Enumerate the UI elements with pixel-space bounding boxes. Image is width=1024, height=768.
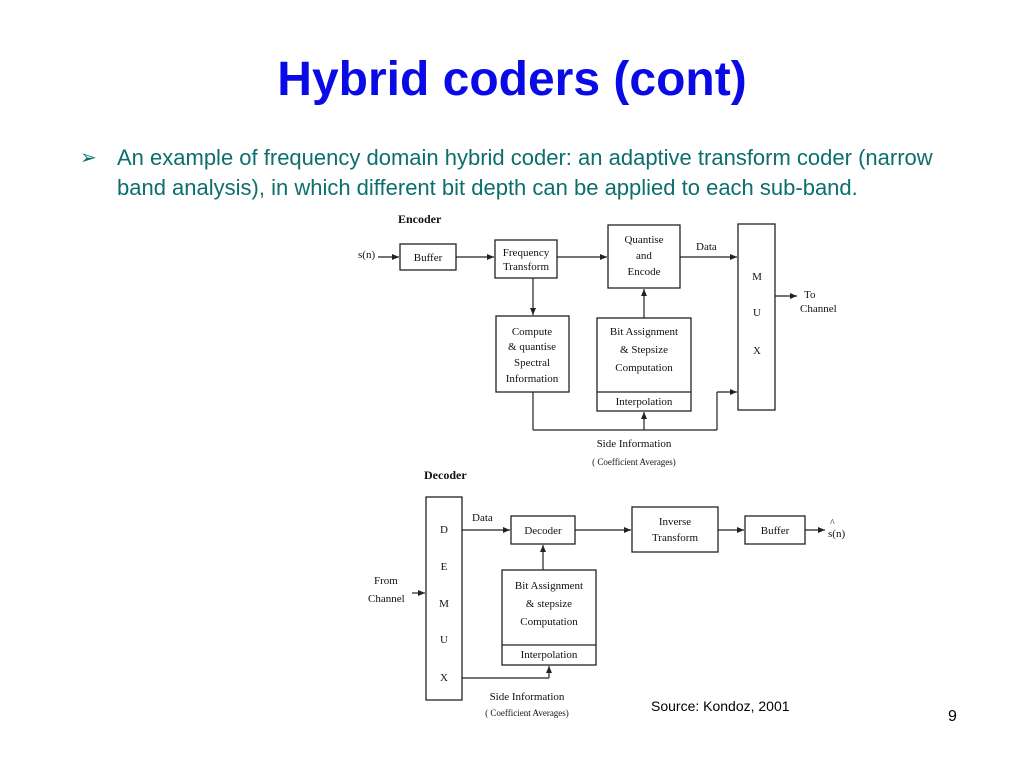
- svg-text:Transform: Transform: [652, 532, 698, 544]
- svg-text:Bit Assignment: Bit Assignment: [610, 326, 678, 338]
- quantise-encode-block: Quantise and Encode: [607, 224, 681, 289]
- svg-text:M: M: [439, 598, 449, 610]
- svg-text:& Stepsize: & Stepsize: [620, 344, 668, 356]
- svg-text:Information: Information: [506, 373, 559, 385]
- encoder-buffer-block: Buffer: [399, 243, 457, 271]
- svg-text:Spectral: Spectral: [514, 357, 550, 369]
- decoder-output-label: s(n): [828, 528, 845, 540]
- bullet-text: An example of frequency domain hybrid co…: [117, 145, 933, 200]
- svg-text:D: D: [440, 524, 448, 536]
- svg-text:Interpolation: Interpolation: [521, 649, 578, 661]
- svg-text:Bit Assignment: Bit Assignment: [515, 580, 583, 592]
- from-channel-label-2: Channel: [368, 593, 405, 605]
- inverse-transform-block: Inverse Transform: [631, 506, 719, 553]
- svg-text:Encode: Encode: [628, 266, 661, 278]
- svg-text:X: X: [440, 672, 448, 684]
- svg-text:Computation: Computation: [615, 362, 673, 374]
- decoder-side-info-sub: ( Coefficient Averages): [485, 708, 569, 718]
- svg-text:E: E: [441, 561, 448, 573]
- output-hat-icon: ^: [830, 518, 835, 529]
- frequency-transform-block: Frequency Transform: [494, 239, 558, 279]
- demux-block: D E M U X: [425, 496, 463, 701]
- decoder-heading: Decoder: [424, 468, 467, 482]
- svg-text:Quantise: Quantise: [624, 234, 663, 246]
- svg-text:Interpolation: Interpolation: [616, 396, 673, 408]
- svg-text:U: U: [753, 307, 761, 319]
- mux-block: M U X: [737, 223, 776, 411]
- svg-text:Transform: Transform: [503, 261, 549, 273]
- from-channel-label: From: [374, 575, 398, 587]
- svg-text:Computation: Computation: [520, 616, 578, 628]
- svg-text:X: X: [753, 345, 761, 357]
- decoder-bit-assignment-block: Bit Assignment & stepsize Computation In…: [501, 569, 597, 666]
- source-citation: Source: Kondoz, 2001: [651, 698, 790, 714]
- svg-text:Buffer: Buffer: [761, 525, 790, 537]
- svg-text:Frequency: Frequency: [503, 247, 550, 259]
- svg-text:and: and: [636, 250, 652, 262]
- svg-text:& quantise: & quantise: [508, 341, 556, 353]
- decoder-data-label: Data: [472, 512, 493, 524]
- encoder-input-label: s(n): [358, 249, 375, 261]
- svg-text:Inverse: Inverse: [659, 516, 691, 528]
- compute-spectral-block: Compute & quantise Spectral Information: [495, 315, 570, 393]
- to-channel-label: To: [804, 289, 816, 301]
- decoder-block: Decoder: [510, 515, 576, 545]
- svg-text:Compute: Compute: [512, 326, 552, 338]
- decoder-side-info-label: Side Information: [490, 691, 565, 703]
- slide-title: Hybrid coders (cont): [277, 53, 747, 106]
- svg-text:Decoder: Decoder: [524, 525, 562, 537]
- arrow-bullet-icon: ➢: [80, 145, 97, 169]
- encoder-heading: Encoder: [398, 212, 442, 226]
- svg-text:U: U: [440, 634, 448, 646]
- encoder-side-info-sub: ( Coefficient Averages): [592, 457, 676, 467]
- encoder-data-label: Data: [696, 241, 717, 253]
- svg-text:Buffer: Buffer: [414, 252, 443, 264]
- svg-text:M: M: [752, 271, 762, 283]
- to-channel-label-2: Channel: [800, 303, 837, 315]
- decoder-buffer-block: Buffer: [744, 515, 806, 545]
- encoder-bit-assignment-block: Bit Assignment & Stepsize Computation In…: [596, 317, 692, 412]
- encoder-side-info-label: Side Information: [597, 438, 672, 450]
- page-number: 9: [948, 708, 957, 725]
- svg-text:& stepsize: & stepsize: [526, 598, 572, 610]
